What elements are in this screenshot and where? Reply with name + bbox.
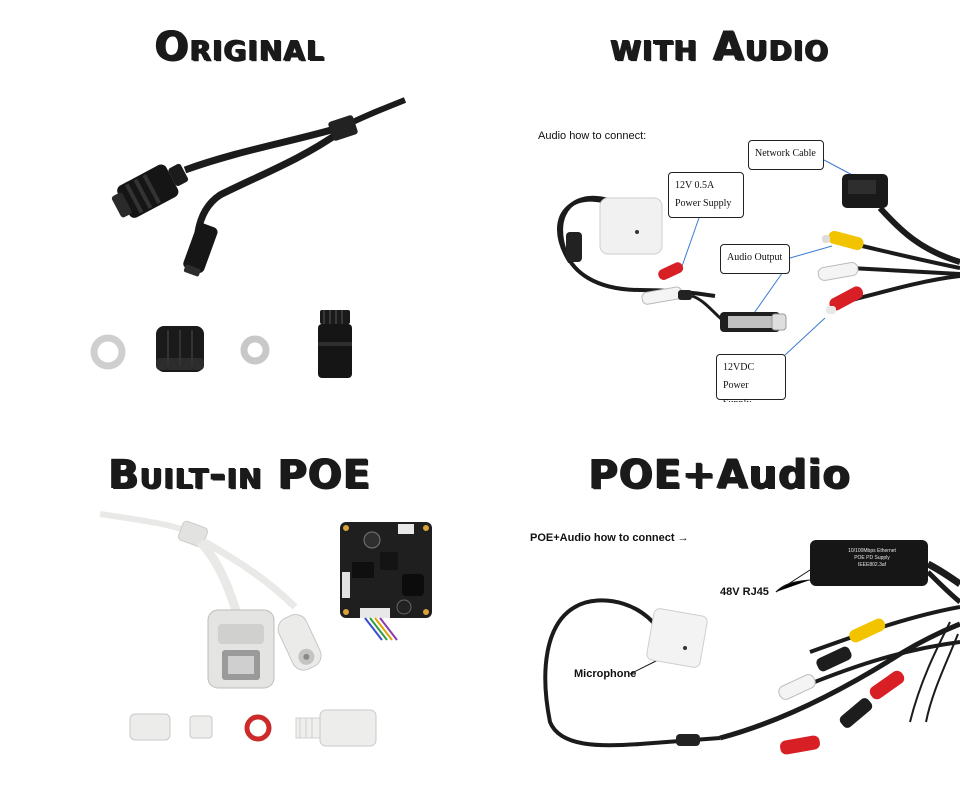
dc-power-supply-label: 12VDC Power Supply [716,354,786,402]
poe-box-line2: POE PD Supply [854,555,890,561]
microphone-label: Microphone [574,668,637,680]
poe-box-line1: 10/100Mbps Ethernet [848,548,896,554]
poe-cable-illustration [99,511,432,747]
dc-power-line1: 12VDC [723,362,755,373]
audio-output-label: Audio Output [720,244,790,274]
panel-original: Original [0,0,480,402]
panel-title-builtin-poe: Built-in POE [108,452,372,498]
poe-pcb-board [340,522,432,641]
audio-output-text: Audio Output [727,252,783,263]
audio-wiring-illustration [557,159,960,356]
poe-box-line3: IEEE802.3af [857,562,887,568]
power-supply-12v05-label: 12V 0.5A Power Supply [668,172,744,218]
panel-title-with-audio: with Audio [610,24,830,70]
poe-audio-wiring-illustration [543,540,960,755]
original-cable-illustration [90,97,407,378]
panel-title-original: Original [154,24,326,70]
dc-power-line2: Power Supply [723,380,751,402]
panel-with-audio: with Audio Audio how to connect: [480,0,960,402]
panel-builtin-poe: Built-in POE [0,402,480,804]
audio-connect-caption: Audio how to connect: [538,130,647,142]
power-12v05-line1: 12V 0.5A [675,180,715,191]
panel-title-poe-audio: POE+Audio [588,452,852,498]
rj45-label: 48V RJ45 [720,586,769,598]
power-12v05-line2: Power Supply [675,198,732,209]
network-cable-text: Network Cable [755,148,816,159]
poe-audio-connect-caption: POE+Audio how to connect → [530,532,689,544]
network-cable-label: Network Cable [748,140,824,170]
panel-poe-audio: POE+Audio POE+Audio how to connect → [480,402,960,804]
poe-box-text: 10/100Mbps Ethernet POE PD Supply IEEE80… [822,548,922,569]
